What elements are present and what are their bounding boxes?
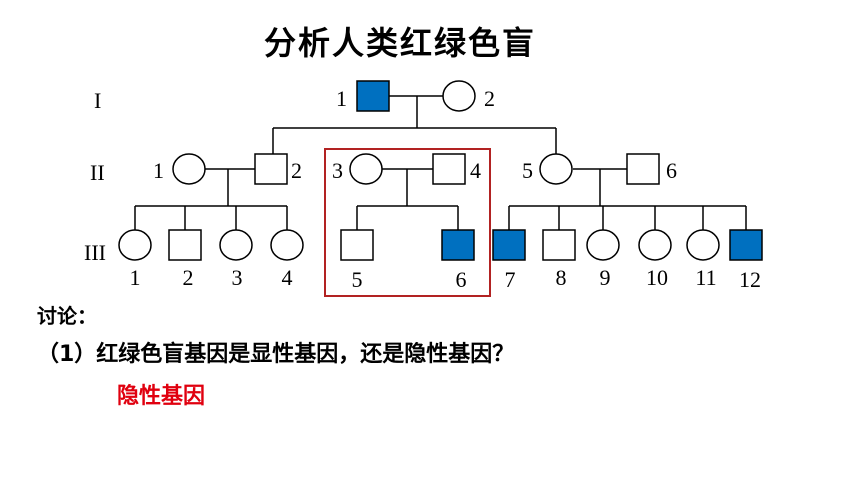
discussion-label: 讨论： [37,304,97,328]
individual-III-8-male-square [542,229,576,261]
individual-I-2-female-circle [442,80,476,112]
individual-III-10-female-circle [638,229,672,261]
individual-label-III-6: 6 [456,267,467,292]
individual-label-II-2: 2 [291,158,302,183]
individual-III-2-male-square [168,229,202,261]
individual-label-III-5: 5 [352,267,363,292]
individual-III-7-male-square [492,229,526,261]
individual-II-5-female-circle [539,153,573,185]
individual-III-4-female-circle [270,229,304,261]
individual-I-1-male-square [356,80,390,112]
individual-label-II-1: 1 [153,158,164,183]
individual-label-II-6: 6 [666,158,677,183]
individual-label-III-2: 2 [183,265,194,290]
individual-label-II-3: 3 [332,158,343,183]
individual-label-I-2: 2 [484,86,495,111]
individual-label-III-1: 1 [130,265,141,290]
individual-label-III-10: 10 [646,265,668,290]
pedigree-lines [134,95,747,231]
individual-label-III-9: 9 [600,265,611,290]
individual-III-6-male-square [441,229,475,261]
individual-II-6-male-square [626,153,660,185]
individual-label-III-3: 3 [232,265,243,290]
individual-III-3-female-circle [219,229,253,261]
question-text: （1）红绿色盲基因是显性基因，还是隐性基因？ [37,342,515,367]
individual-II-2-male-square [254,153,288,185]
individual-III-12-male-square [729,229,763,261]
individual-III-9-female-circle [586,229,620,261]
individual-III-11-female-circle [686,229,720,261]
slide-title: 分析人类红绿色盲 [263,24,536,62]
individual-II-4-male-square [432,153,466,185]
generation-label-II: II [90,160,105,185]
individual-label-III-8: 8 [556,265,567,290]
generation-label-III: III [84,240,106,265]
individual-II-1-female-circle [172,153,206,185]
individual-label-II-5: 5 [522,158,533,183]
individual-II-3-female-circle [349,153,383,185]
individual-label-III-7: 7 [505,267,516,292]
individual-III-1-female-circle [118,229,152,261]
generation-label-I: I [94,88,102,113]
individual-label-III-11: 11 [695,265,716,290]
individual-label-II-4: 4 [470,158,481,183]
answer-text: 隐性基因 [117,384,206,409]
individual-III-5-male-square [340,229,374,261]
individual-label-III-4: 4 [282,265,293,290]
highlight-box [324,148,491,297]
individual-label-I-1: 1 [336,86,347,111]
individual-label-III-12: 12 [739,267,761,292]
